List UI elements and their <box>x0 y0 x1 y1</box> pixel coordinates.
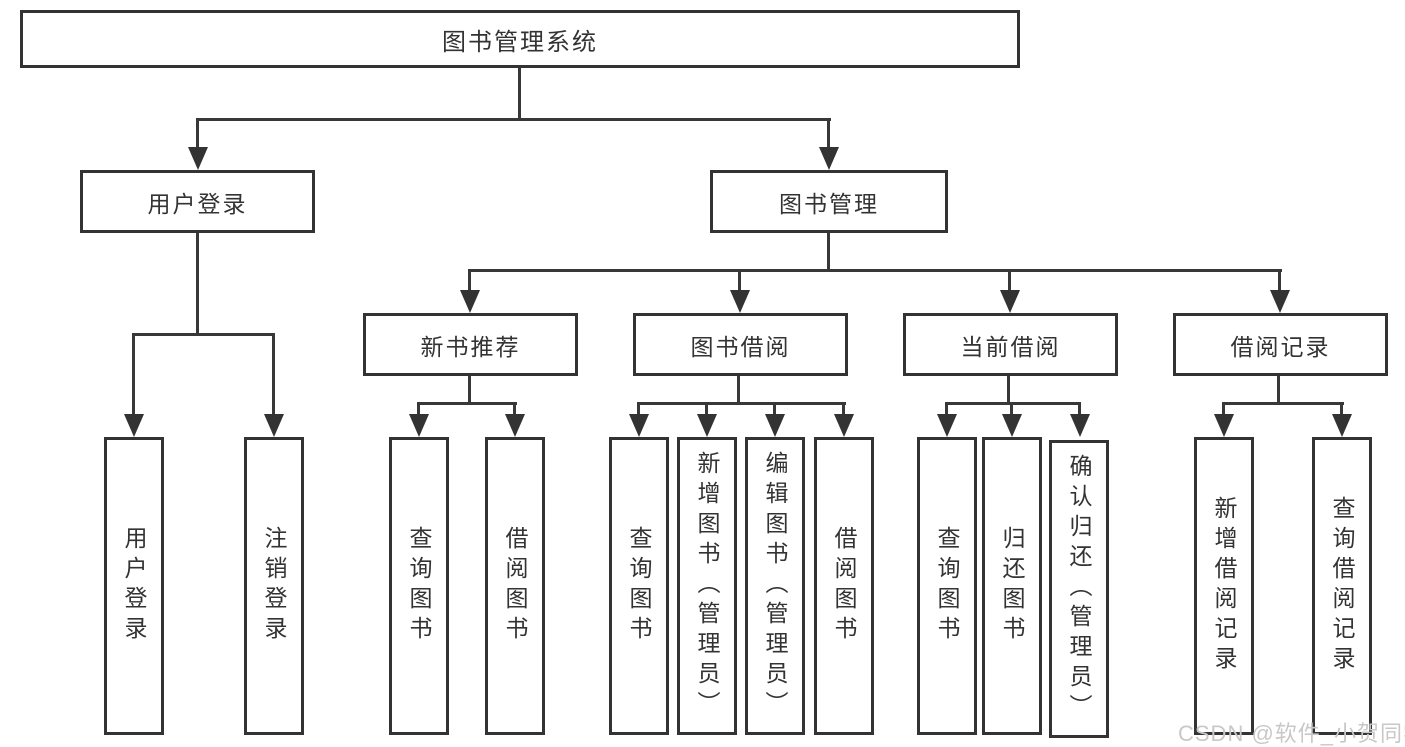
connector-line <box>1010 402 1013 416</box>
connector-line <box>945 402 1081 405</box>
connector-line <box>196 233 199 335</box>
leaf-return-book: 归还图书 <box>982 437 1042 735</box>
connector-line <box>468 376 471 405</box>
connector-line <box>827 118 830 148</box>
arrowhead-down-icon <box>629 414 649 437</box>
connector-line <box>468 269 1282 272</box>
arrowhead-down-icon <box>1214 414 1234 437</box>
connector-line <box>468 269 471 292</box>
connector-line <box>1222 402 1344 405</box>
node-book-borrow: 图书借阅 <box>633 313 848 376</box>
node-borrow-record: 借阅记录 <box>1173 313 1388 376</box>
connector-line <box>417 402 517 405</box>
arrowhead-down-icon <box>819 147 839 170</box>
node-new-book-recommend: 新书推荐 <box>363 313 578 376</box>
leaf-query-book-borrow: 查询图书 <box>609 437 669 735</box>
leaf-query-borrow-record: 查询借阅记录 <box>1312 437 1372 735</box>
connector-line <box>1007 376 1010 405</box>
node-root-system: 图书管理系统 <box>20 10 1020 68</box>
connector-line <box>738 269 741 292</box>
node-user-login: 用户登录 <box>80 170 315 233</box>
arrowhead-down-icon <box>937 414 957 437</box>
connector-line <box>196 118 199 148</box>
leaf-add-book-admin: 新增图书（管理员） <box>677 437 737 735</box>
arrowhead-down-icon <box>264 414 284 437</box>
connector-line <box>132 333 275 336</box>
arrowhead-down-icon <box>1070 414 1090 437</box>
connector-line <box>1078 402 1081 416</box>
connector-line <box>513 402 516 416</box>
arrowhead-down-icon <box>1270 290 1290 313</box>
leaf-borrow-book-recommend: 借阅图书 <box>485 437 545 735</box>
arrowhead-down-icon <box>1002 414 1022 437</box>
arrowhead-down-icon <box>124 414 144 437</box>
arrowhead-down-icon <box>834 414 854 437</box>
connector-line <box>945 402 948 416</box>
arrowhead-down-icon <box>1000 290 1020 313</box>
leaf-user-login: 用户登录 <box>104 437 164 735</box>
leaf-edit-book-admin: 编辑图书（管理员） <box>745 437 805 735</box>
connector-line <box>1222 402 1225 416</box>
arrowhead-down-icon <box>730 290 750 313</box>
connector-line <box>272 333 275 415</box>
arrowhead-down-icon <box>409 414 429 437</box>
connector-line <box>1277 376 1280 405</box>
connector-line <box>827 233 830 272</box>
connector-line <box>773 402 776 416</box>
connector-line <box>737 376 740 405</box>
connector-line <box>842 402 845 416</box>
arrowhead-down-icon <box>697 414 717 437</box>
arrowhead-down-icon <box>1332 414 1352 437</box>
arrowhead-down-icon <box>188 147 208 170</box>
connector-line <box>1278 269 1281 292</box>
connector-line <box>518 68 521 120</box>
connector-line <box>1008 269 1011 292</box>
node-current-borrow: 当前借阅 <box>903 313 1118 376</box>
leaf-query-book-current: 查询图书 <box>917 437 977 735</box>
node-book-management: 图书管理 <box>710 170 948 233</box>
leaf-add-borrow-record: 新增借阅记录 <box>1194 437 1254 735</box>
connector-line <box>1340 402 1343 416</box>
connector-line <box>637 402 640 416</box>
connector-line <box>196 118 831 121</box>
connector-line <box>132 333 135 415</box>
leaf-logout: 注销登录 <box>244 437 304 735</box>
leaf-borrow-book: 借阅图书 <box>814 437 874 735</box>
arrowhead-down-icon <box>505 414 525 437</box>
leaf-query-book-recommend: 查询图书 <box>389 437 449 735</box>
arrowhead-down-icon <box>460 290 480 313</box>
arrowhead-down-icon <box>765 414 785 437</box>
connector-line <box>705 402 708 416</box>
connector-line <box>637 402 846 405</box>
leaf-confirm-return-admin: 确认归还（管理员） <box>1049 440 1109 738</box>
watermark: CSDN @软件_小贺同学 <box>1178 721 1405 746</box>
connector-line <box>417 402 420 416</box>
